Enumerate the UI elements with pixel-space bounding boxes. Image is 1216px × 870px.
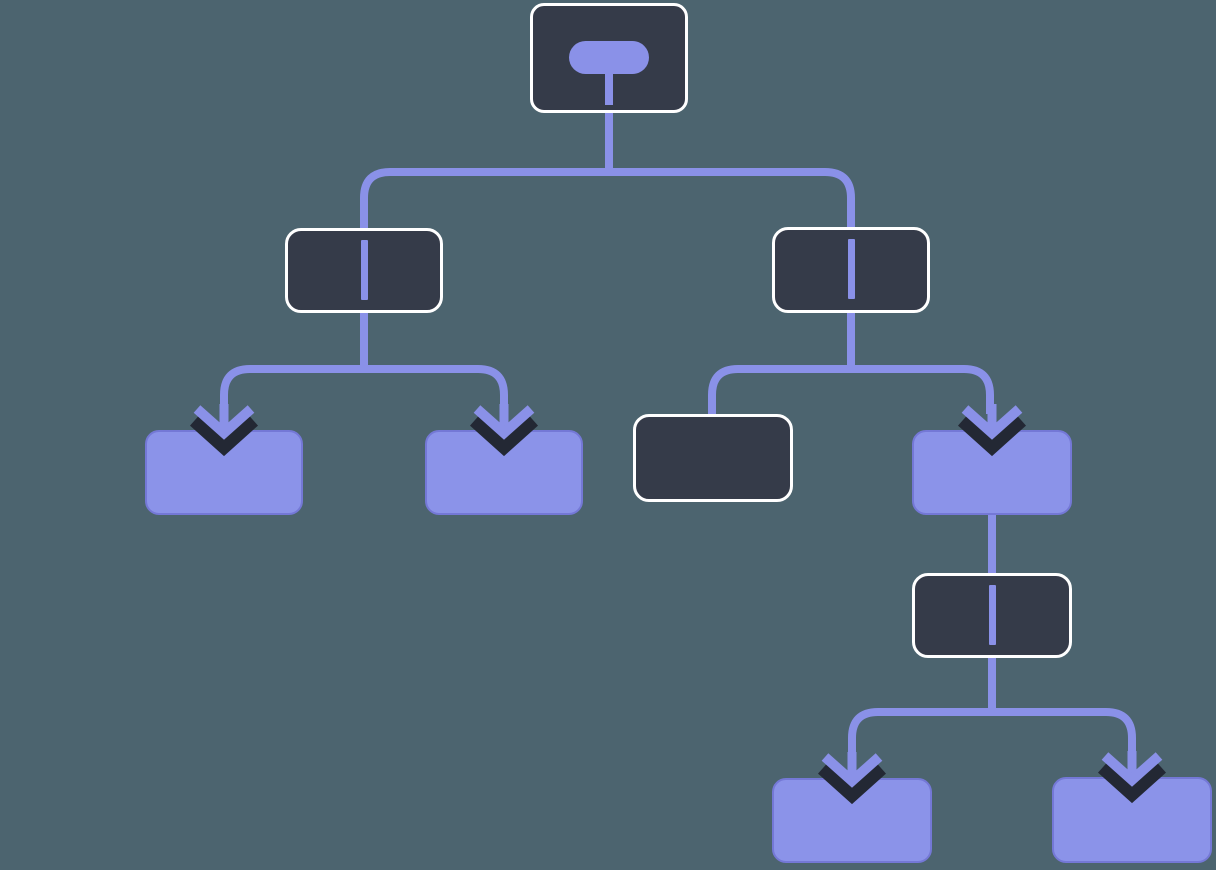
drop-arrow-icon xyxy=(957,404,1027,457)
through-line-icon xyxy=(988,585,996,645)
drop-arrow-icon xyxy=(1097,751,1167,804)
node-root[interactable] xyxy=(530,3,688,113)
node-branch-left[interactable] xyxy=(285,228,443,313)
node-branch-lower[interactable] xyxy=(912,573,1072,658)
through-line-icon xyxy=(360,240,368,300)
node-branch-right[interactable] xyxy=(772,227,930,313)
through-line-icon xyxy=(847,239,855,299)
edge-rail-bottom-leaves xyxy=(848,708,1136,756)
pill-stem-icon xyxy=(605,72,613,105)
edge-rail-level2 xyxy=(360,168,855,232)
drop-arrow-icon xyxy=(817,752,887,805)
drop-arrow-icon xyxy=(189,404,259,457)
drop-arrow-icon xyxy=(469,404,539,457)
edge-rail-right-leaves xyxy=(708,365,994,419)
edge-rail-left-leaves xyxy=(220,365,508,414)
pill-connector-icon xyxy=(569,41,649,74)
node-dark-leaf[interactable] xyxy=(633,414,793,502)
